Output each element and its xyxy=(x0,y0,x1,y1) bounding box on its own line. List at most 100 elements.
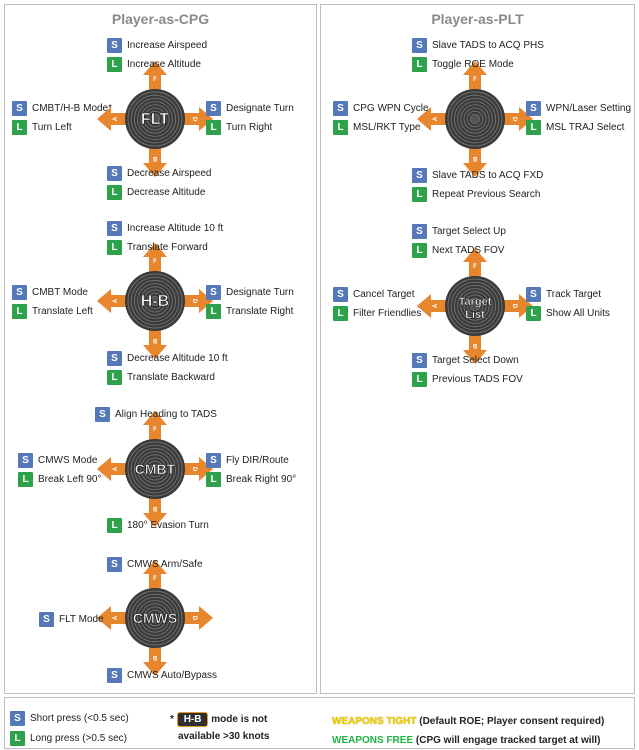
down-arrow-shape xyxy=(143,646,167,676)
hat-center xyxy=(151,465,159,473)
up-arrow-icon: F xyxy=(143,560,167,590)
up-arrow-shape xyxy=(143,560,167,590)
long-press-badge: L xyxy=(206,119,221,135)
hat-ring xyxy=(146,292,164,310)
hat-ring xyxy=(127,441,183,497)
hat-ring xyxy=(146,110,164,128)
hat-label-line1: Target xyxy=(459,296,492,308)
right-arrow-letter: D xyxy=(511,117,517,122)
cmws-up-short-label: CMWS Arm/Safe xyxy=(127,558,203,570)
cmbt-down-long-label: 180° Evasion Turn xyxy=(127,519,209,531)
hat-ring xyxy=(149,295,161,307)
hat-ring xyxy=(447,91,503,147)
left-arrow-letter: A xyxy=(433,116,439,121)
hb-right-long-label: Translate Right xyxy=(226,305,294,317)
long-press-legend-label: Long press (>0.5 sec) xyxy=(30,732,127,744)
flt-up-short-label: Increase Airspeed xyxy=(127,39,208,51)
left-arrow-letter: A xyxy=(113,615,119,620)
target-down-short-row: S Target Select Down xyxy=(412,352,523,368)
short-press-badge: S xyxy=(333,100,348,116)
target-left-long-row: L Filter Friendlies xyxy=(333,305,421,321)
right-arrow-shape xyxy=(503,294,533,318)
down-arrow-icon: B xyxy=(143,329,167,359)
hat-ring xyxy=(133,97,177,141)
cmws-left-short-label: FLT Mode xyxy=(59,613,104,625)
short-press-badge: S xyxy=(206,452,221,468)
weapons-free-row: WEAPONS FREE (CPG will engage tracked ta… xyxy=(332,731,604,750)
cmbt-right-long-label: Break Right 90° xyxy=(226,473,297,485)
plt1-up-long-label: Toggle ROE Mode xyxy=(432,58,514,70)
short-press-badge: S xyxy=(107,667,122,683)
hat-center xyxy=(471,302,479,310)
down-arrow-letter: B xyxy=(152,654,157,660)
hat-label: FLT xyxy=(141,111,169,128)
long-press-badge: L xyxy=(333,305,348,321)
hat-ring xyxy=(140,286,170,316)
roe-legend: WEAPONS TIGHT (Default ROE; Player conse… xyxy=(332,712,604,750)
hat-ring xyxy=(469,113,481,125)
down-arrow-letter: B xyxy=(472,155,477,161)
short-press-badge: S xyxy=(412,37,427,53)
cmbt-right-short-label: Fly DIR/Route xyxy=(226,454,289,466)
down-arrow-shape xyxy=(143,497,167,527)
left-arrow-shape xyxy=(97,606,127,630)
flt-down-short-label: Decrease Airspeed xyxy=(127,167,212,179)
cmws-left-short-row: S FLT Mode xyxy=(39,611,104,627)
hat-ring xyxy=(457,101,493,137)
hat-ring xyxy=(450,94,500,144)
flt-left-short-label: CMBT/H-B Mode* xyxy=(32,102,113,114)
plt1-down-long-label: Repeat Previous Search xyxy=(432,188,541,200)
left-arrow-icon: A xyxy=(97,107,127,131)
hat-label-line2: List xyxy=(465,309,485,321)
hat-ring xyxy=(137,451,173,487)
weapons-tight-row: WEAPONS TIGHT (Default ROE; Player conse… xyxy=(332,712,604,731)
up-arrow-letter: F xyxy=(473,264,477,270)
short-press-badge: S xyxy=(412,352,427,368)
hb-note-line2: available >30 knots xyxy=(178,731,270,742)
hat-ring xyxy=(137,283,173,319)
cmws-left-commands: S FLT Mode xyxy=(39,611,104,627)
hb-note: * H-B mode is not available >30 knots xyxy=(170,712,269,742)
left-arrow-icon: A xyxy=(417,107,447,131)
hb-mode-pill: H-B xyxy=(176,712,209,727)
weapons-free-label: WEAPONS FREE xyxy=(332,735,414,746)
left-arrow-letter: A xyxy=(113,466,119,471)
hat-ring xyxy=(127,273,183,329)
right-arrow-shape xyxy=(183,107,213,131)
short-press-badge: S xyxy=(39,611,54,627)
down-arrow-letter: B xyxy=(152,505,157,511)
hat-ring xyxy=(130,593,180,643)
hat-ring xyxy=(127,91,183,147)
up-arrow-shape xyxy=(143,411,167,441)
flt-left-long-label: Turn Left xyxy=(32,121,72,133)
long-press-badge: L xyxy=(526,119,541,135)
short-press-badge: S xyxy=(10,710,25,726)
long-press-badge: L xyxy=(206,471,221,487)
plt1-down-short-label: Slave TADS to ACQ FXD xyxy=(432,169,544,181)
short-press-badge: S xyxy=(526,286,541,302)
target-down-short-label: Target Select Down xyxy=(432,354,519,366)
down-arrow-icon: B xyxy=(143,147,167,177)
short-press-badge: S xyxy=(95,406,110,422)
short-press-badge: S xyxy=(206,100,221,116)
up-arrow-shape xyxy=(463,61,487,91)
target-left-long-label: Filter Friendlies xyxy=(353,307,422,319)
hat-ring xyxy=(140,603,170,633)
